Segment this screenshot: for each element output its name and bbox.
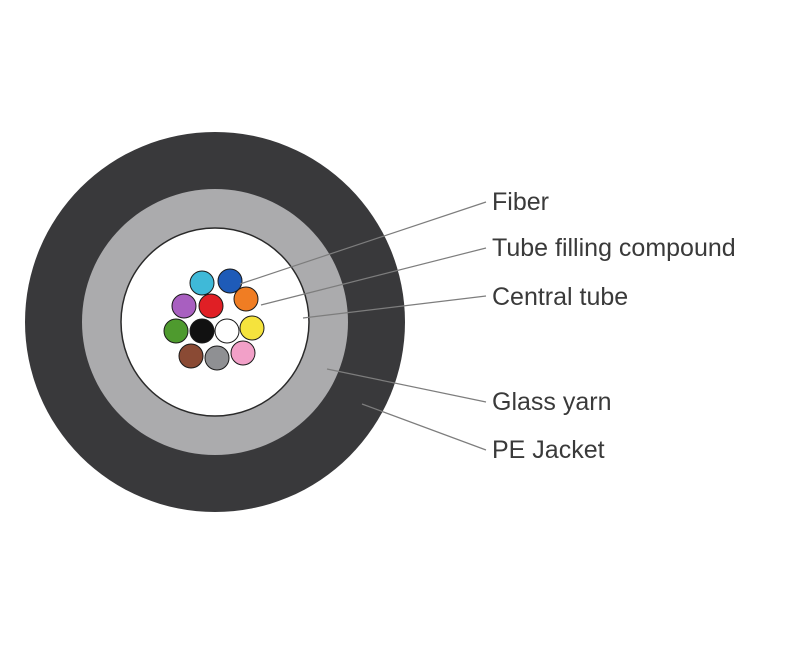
label-glass-yarn: Glass yarn	[492, 388, 611, 416]
fiber-slate	[204, 345, 230, 371]
label-central-tube: Central tube	[492, 283, 628, 311]
leader-line-glass-yarn	[326, 368, 487, 403]
fiber-rose	[230, 340, 256, 366]
fiber-orange	[233, 286, 259, 312]
fiber-blue	[217, 268, 243, 294]
fiber-brown	[178, 343, 204, 369]
fiber-bundle	[163, 268, 265, 371]
leader-line-tube-filling-compound	[260, 247, 487, 306]
leader-line-fiber	[239, 201, 487, 285]
leader-lines	[239, 201, 487, 451]
leader-line-pe-jacket	[361, 403, 487, 451]
fiber-green	[163, 318, 189, 344]
fiber-violet	[171, 293, 197, 319]
fiber-red	[198, 293, 224, 319]
fiber-white	[214, 318, 240, 344]
central-tube-circle	[121, 228, 309, 416]
label-pe-jacket: PE Jacket	[492, 436, 605, 464]
label-tube-filling-compound: Tube filling compound	[492, 234, 736, 262]
label-fiber: Fiber	[492, 188, 549, 216]
fiber-yellow	[239, 315, 265, 341]
fiber-aqua	[189, 270, 215, 296]
central-tube-outline	[120, 227, 310, 417]
labels: Fiber Tube filling compound Central tube…	[492, 188, 736, 464]
fiber-black	[189, 318, 215, 344]
leader-line-central-tube	[302, 295, 487, 319]
